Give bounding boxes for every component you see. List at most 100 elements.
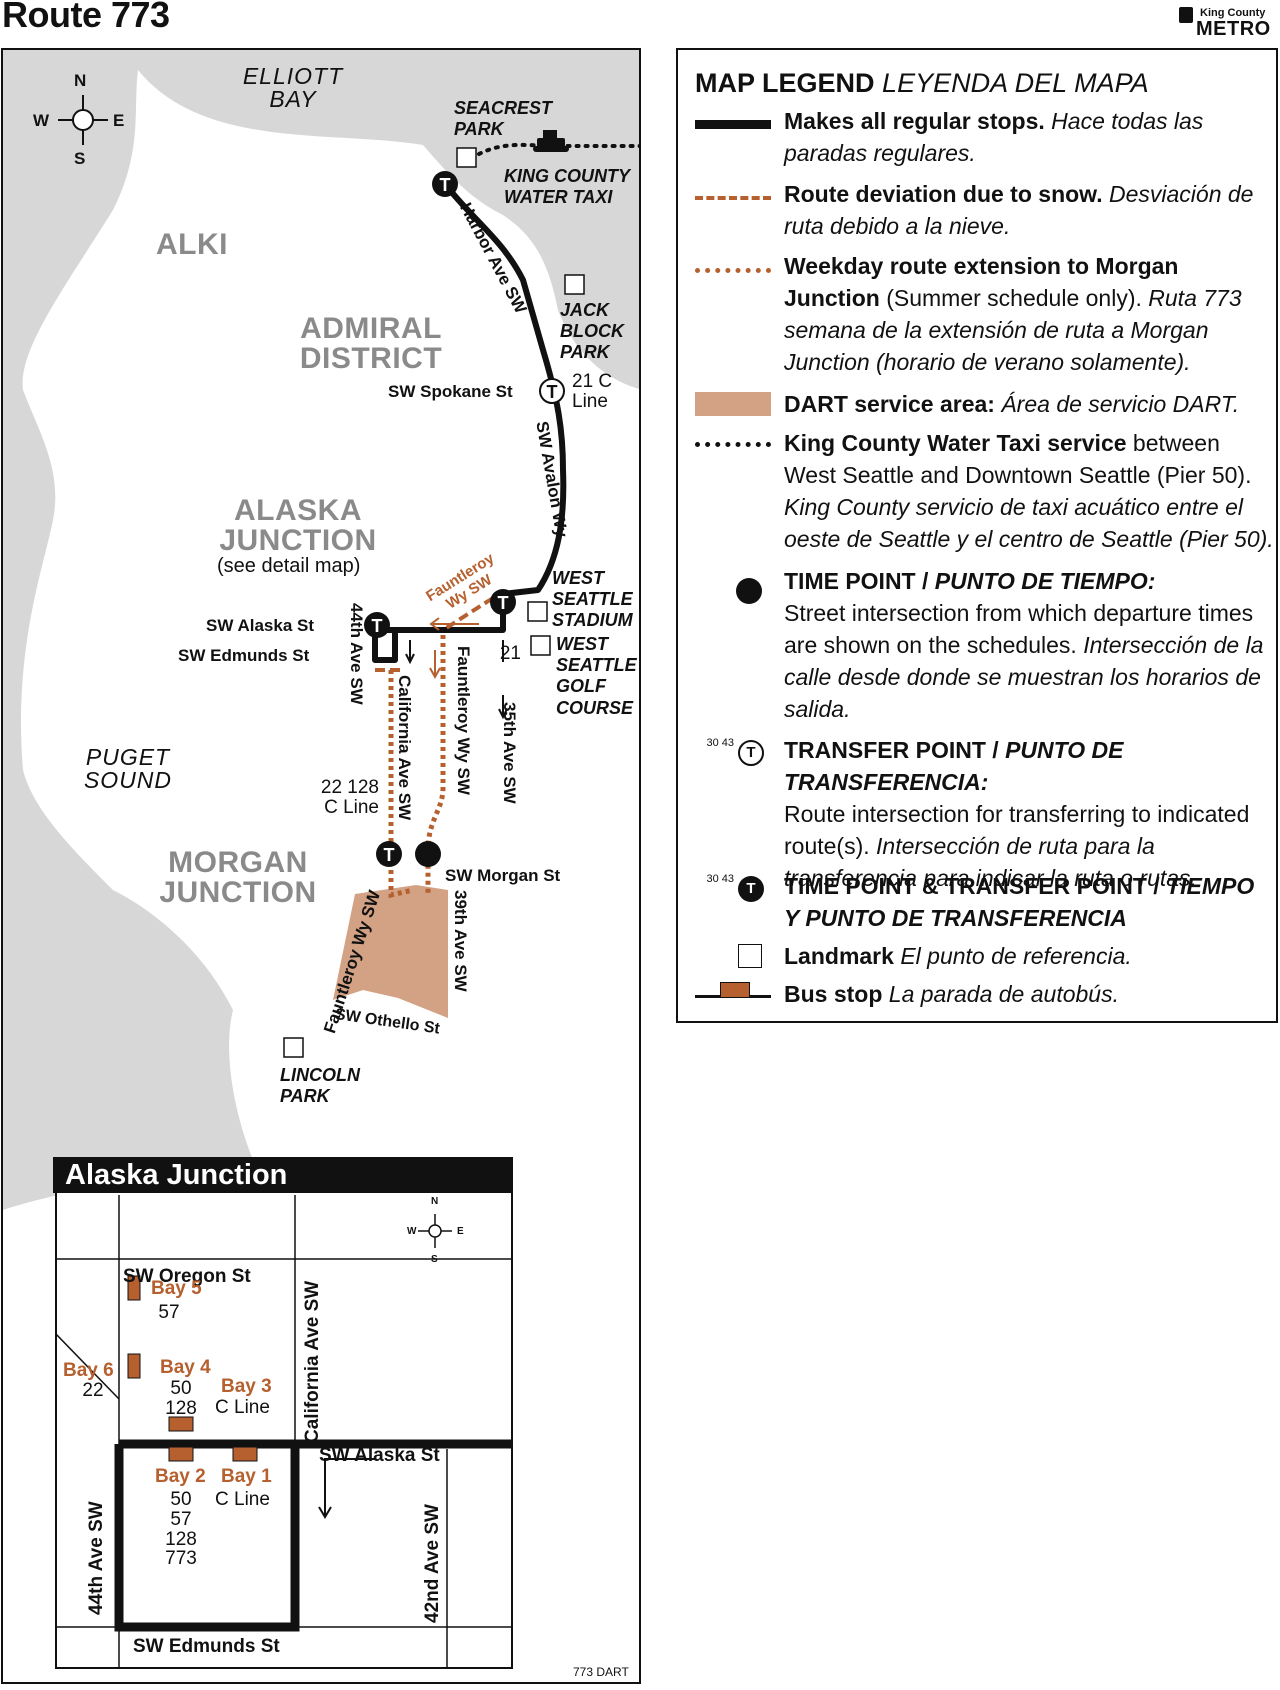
ave44-label: 44th Ave SW: [347, 603, 366, 705]
extension-arrow: [429, 650, 441, 680]
bay-6-routes: 22: [82, 1380, 104, 1401]
time-point-alaska: T: [364, 612, 390, 638]
bay-1-routes: C Line: [215, 1489, 270, 1510]
weekday-extension-fauntleroy: [425, 635, 446, 895]
bay-2-label: Bay 2: [155, 1466, 206, 1487]
time-point-harbor: T: [432, 171, 458, 197]
bay-5-routes: 57: [158, 1302, 180, 1323]
svg-text:T: T: [384, 845, 395, 865]
legend-item-bus-stop: Bus stop La parada de autobús.: [784, 981, 1119, 1007]
map-legend: MAP LEGEND LEYENDA DEL MAPA Makes all re…: [676, 48, 1278, 1023]
compass-icon: [58, 95, 108, 145]
bay-4-label: Bay 4: [160, 1357, 211, 1378]
inset-42nd-ave: 42nd Ave SW: [422, 1504, 443, 1623]
inset-44th-ave: 44th Ave SW: [86, 1501, 107, 1615]
landmark-lincoln: [283, 1037, 304, 1058]
landmark-golf: [530, 635, 551, 656]
sw-spokane-st-label: SW Spokane St: [388, 382, 513, 401]
bay-2-routes: 50 57 128 773: [165, 1489, 197, 1570]
ave35-label: 35th Ave SW: [500, 702, 519, 804]
elliott-bay-label: ELLIOTT BAY: [242, 63, 344, 112]
bay-5-label: Bay 5: [151, 1278, 202, 1299]
logo-big-text: METRO: [1196, 18, 1271, 40]
inset-oregon-st: SW Oregon St: [123, 1266, 251, 1287]
compass-e: E: [113, 111, 125, 130]
legend-item-water-taxi: King County Water Taxi service between W…: [784, 430, 1274, 552]
legend-item-time-transfer: TIME POINT & TRANSFER POINT / TIEMPO Y P…: [784, 873, 1255, 931]
route-773-line: [372, 182, 567, 663]
transfer-point-spokane: T: [539, 378, 565, 404]
legend-time-point-icon: [736, 578, 762, 604]
alki-label: ALKI: [156, 228, 228, 261]
bay-3-routes: C Line: [215, 1397, 270, 1418]
dart-service-area: [333, 885, 448, 1018]
snow-deviation-arrow: [429, 617, 479, 631]
admiral-district-label: ADMIRAL DISTRICT: [299, 312, 443, 375]
inset-edmunds-st: SW Edmunds St: [133, 1636, 280, 1657]
route-title: Route 773: [2, 0, 170, 35]
legend-transfer-point-icon: T: [738, 740, 764, 766]
legend-time-transfer-routes: 30 43: [706, 873, 734, 885]
sw-morgan-st-label: SW Morgan St: [445, 866, 561, 885]
golf-course-label: WEST SEATTLE GOLF COURSE: [556, 634, 637, 718]
legend-item-snow: Route deviation due to snow. Desviación …: [784, 181, 1254, 239]
metro-logo-icon: [1179, 7, 1193, 23]
legend-item-extension: Weekday route extension to Morgan Juncti…: [784, 253, 1242, 375]
spokane-transfer-routes: 21 C Line: [572, 371, 613, 412]
legend-time-transfer-icon: T: [738, 876, 764, 902]
sw-alaska-st-label: SW Alaska St: [206, 616, 315, 635]
lincoln-park-label: LINCOLN PARK: [280, 1065, 360, 1107]
puget-sound-label: PUGET SOUND: [83, 744, 173, 793]
inset-map: N S W E SW Oregon St California Ave SW S…: [55, 1159, 513, 1669]
avalon-transfer-routes: 21: [499, 643, 521, 664]
water-taxi-boat-icon: [533, 130, 569, 152]
inset-canvas: [55, 1195, 513, 1669]
inset-compass-n: N: [431, 1196, 439, 1207]
water-taxi-label: KING COUNTY WATER TAXI: [504, 166, 630, 208]
inset-compass-s: S: [431, 1254, 438, 1265]
svg-text:T: T: [498, 593, 509, 613]
compass-n: N: [74, 71, 87, 90]
compass-w: W: [33, 111, 50, 130]
time-point-morgan: T: [376, 841, 402, 867]
morgan-transfer-routes: 22 128 C Line: [320, 777, 379, 818]
legend-item-regular: Makes all regular stops. Hace todas las …: [784, 108, 1204, 166]
alaska-junction-label: ALASKA JUNCTION: [219, 494, 377, 557]
legend-transfer-routes: 30 43: [706, 737, 734, 749]
ave39-label: 39th Ave SW: [451, 890, 470, 992]
bay-4-routes: 50 128: [165, 1378, 197, 1419]
legend-item-time-point: TIME POINT / PUNTO DE TIEMPO:Street inte…: [784, 568, 1264, 722]
king-county-metro-logo: King County METRO: [1176, 4, 1278, 40]
legend-item-dart: DART service area: Área de servicio DART…: [784, 391, 1240, 417]
legend-dart-area-icon: [695, 392, 771, 416]
route-map: T T T T T N S W E ELLIOTT BAY PUGET SOUN…: [1, 48, 641, 1684]
legend-landmark-icon: [738, 944, 762, 968]
legend-bus-stop-icon: [720, 982, 750, 998]
legend-weekday-extension-icon: [695, 268, 771, 273]
landmark-jack-block: [564, 274, 585, 295]
morgan-junction-label: MORGAN JUNCTION: [159, 846, 317, 909]
jack-block-park-label: JACK BLOCK PARK: [560, 300, 624, 363]
weekday-extension-california: [388, 670, 414, 899]
legend-item-transfer: TRANSFER POINT / PUNTO DE TRANSFERENCIA:…: [784, 737, 1250, 891]
legend-item-landmark: Landmark El punto de referencia.: [784, 943, 1132, 969]
inset-compass-w: W: [407, 1226, 417, 1237]
legend-water-taxi-icon: [695, 442, 771, 447]
bay-6-label: Bay 6: [63, 1360, 114, 1381]
inset-compass-e: E: [457, 1226, 464, 1237]
alaska-see-detail: (see detail map): [217, 555, 361, 577]
stadium-label: WEST SEATTLE STADIUM: [552, 568, 633, 631]
legend-title: MAP LEGEND LEYENDA DEL MAPA: [695, 68, 1149, 98]
svg-text:T: T: [547, 382, 558, 402]
time-point-avalon: T: [490, 589, 516, 615]
time-point-fauntleroy: [415, 841, 441, 867]
direction-arrow: [405, 640, 415, 665]
logo-small-text: King County: [1200, 7, 1266, 19]
inset-california-ave: California Ave SW: [302, 1280, 323, 1443]
inset-alaska-st: SW Alaska St: [319, 1445, 440, 1466]
landmark-stadium: [527, 601, 548, 622]
bay-1-label: Bay 1: [221, 1466, 272, 1487]
legend-snow-deviation-icon: [695, 196, 771, 200]
bay-3-label: Bay 3: [221, 1376, 272, 1397]
svg-text:T: T: [440, 175, 451, 195]
